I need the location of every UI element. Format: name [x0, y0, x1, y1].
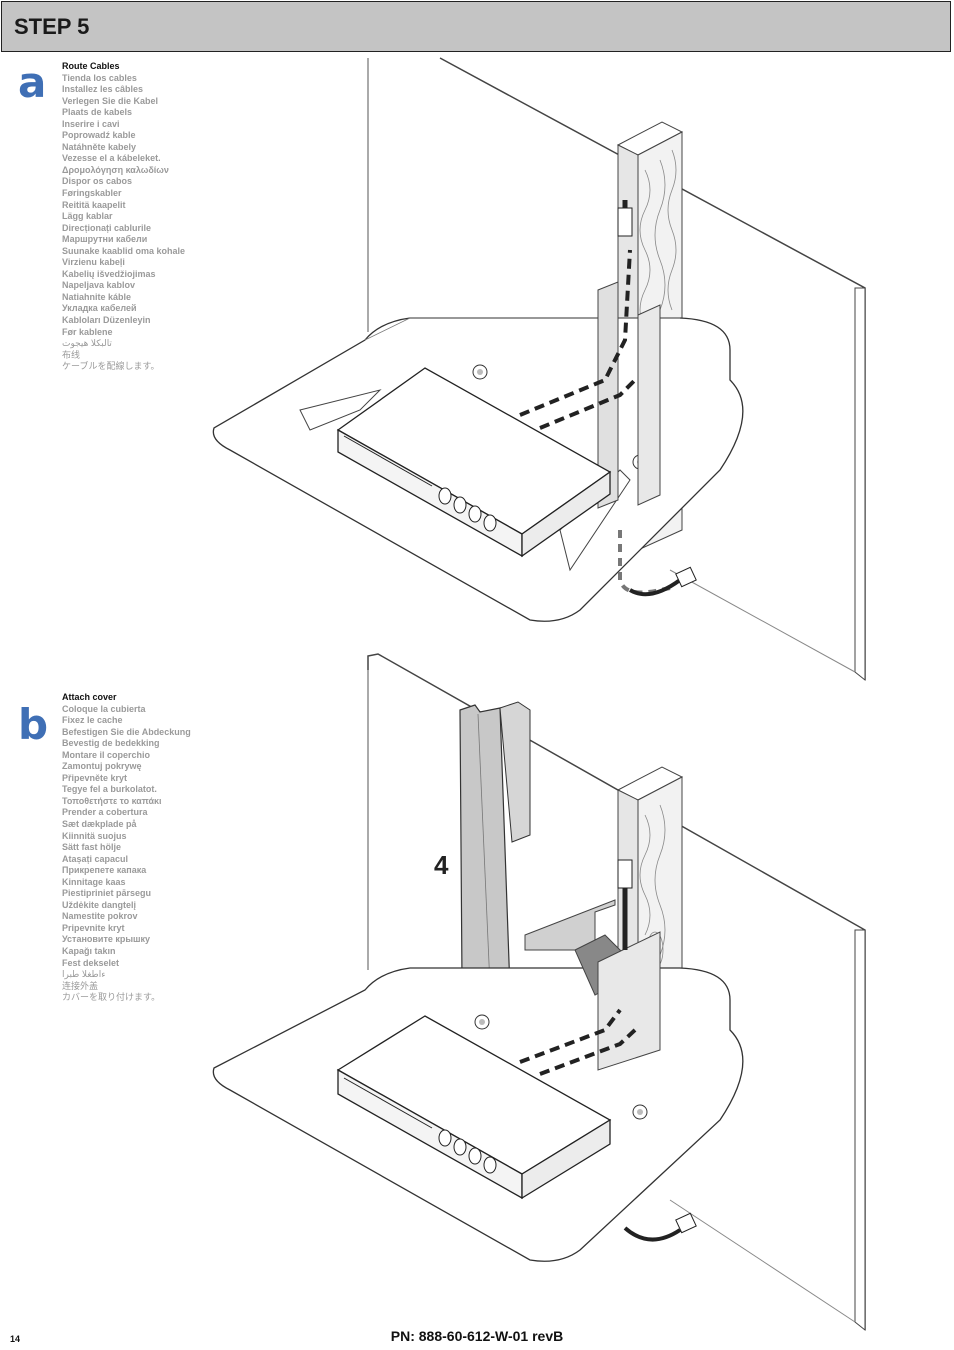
- instruction-line: Lägg kablar: [62, 211, 113, 222]
- instruction-line: Suunake kaablid oma kohale: [62, 245, 186, 256]
- instruction-line: Kabloları Düzenleyin: [62, 315, 151, 326]
- instruction-line: Маршрутни кабели: [62, 234, 148, 245]
- instruction-line: Укладка кабелей: [62, 303, 137, 314]
- instruction-line: Zamontuj pokrywę: [62, 761, 142, 772]
- instruction-line: Fest dekselet: [62, 957, 120, 968]
- page-number: 14: [10, 1334, 21, 1344]
- instruction-line: Route Cables: [62, 61, 120, 71]
- instruction-line: ءاطغلا طبرا: [62, 969, 106, 980]
- instruction-line: Atașați capacul: [62, 853, 129, 864]
- instruction-line: 布线: [62, 349, 81, 360]
- instruction-line: Napeljava kablov: [62, 280, 136, 291]
- illustration-route-cables: [212, 57, 866, 682]
- instruction-line: Uždėkite dangtelį: [62, 899, 137, 910]
- step-header: STEP 5: [1, 1, 951, 52]
- instruction-line: Прикрепете капака: [62, 865, 147, 876]
- instruction-line: Dispor os cabos: [62, 176, 133, 187]
- instruction-line: Fixez le cache: [62, 715, 123, 726]
- instruction-line: Reititä kaapelit: [62, 199, 126, 210]
- instruction-line: Kabelių išvedžiojimas: [62, 268, 156, 279]
- instruction-line: Natiahnite káble: [62, 291, 132, 302]
- instruction-line: Namestite pokrov: [62, 911, 138, 922]
- instruction-line: Virzienu kabeļi: [62, 257, 125, 268]
- instruction-line: Kapağı takın: [62, 946, 116, 957]
- instruction-line: Bevestig de bedekking: [62, 738, 160, 749]
- instruction-line: Kinnitage kaas: [62, 876, 126, 887]
- callout-number: 4: [434, 850, 449, 880]
- instruction-line: Poprowadź kable: [62, 130, 136, 141]
- instruction-line: Før kablene: [62, 326, 113, 337]
- instruction-line: Tegye fel a burkolatot.: [62, 784, 157, 795]
- instruction-line: Natáhněte kabely: [62, 141, 137, 152]
- instruction-line: Sätt fast hölje: [62, 842, 122, 853]
- part-number: PN: 888-60-612-W-01 revB: [390, 1328, 564, 1344]
- instruction-line: Montare il coperchio: [62, 749, 151, 760]
- instruction-line: Attach cover: [62, 692, 117, 702]
- step-letter-a: a: [18, 58, 47, 107]
- instruction-line: Direcționați cablurile: [62, 222, 152, 233]
- instruction-line: Установите крышку: [62, 934, 151, 945]
- instruction-line: Plaats de kabels: [62, 107, 133, 118]
- instruction-line: Verlegen Sie die Kabel: [62, 95, 159, 106]
- instruction-line: ケーブルを配線します。: [62, 361, 160, 372]
- instruction-line: Vezesse el a kábeleket.: [62, 153, 161, 164]
- instruction-line: Sæt dækplade på: [62, 819, 137, 830]
- step-title: STEP 5: [14, 14, 90, 39]
- instruction-line: Tienda los cables: [62, 72, 137, 83]
- instruction-line: Føringskabler: [62, 188, 122, 199]
- instruction-line: Piestipriniet pārsegu: [62, 888, 152, 899]
- instruction-line: Befestigen Sie die Abdeckung: [62, 726, 191, 737]
- instruction-line: Τοποθετήστε το καπάκι: [62, 795, 162, 806]
- instruction-line: Coloque la cubierta: [62, 703, 146, 714]
- instruction-line: Pripevnite kryt: [62, 922, 125, 933]
- instruction-line: Kiinnitä suojus: [62, 830, 127, 841]
- instruction-line: Připevněte kryt: [62, 772, 128, 783]
- illustration-attach-cover: [212, 653, 866, 1332]
- instruction-line: カバーを取り付けます。: [62, 992, 161, 1003]
- instruction-line: Installez les câbles: [62, 84, 144, 95]
- instruction-line: Δρομολόγηση καλωδίων: [62, 164, 169, 175]
- instruction-line: Prender a cobertura: [62, 807, 148, 818]
- instruction-line: Inserire i cavi: [62, 118, 120, 129]
- instruction-line: تالبكلا هيجوت: [62, 338, 112, 349]
- instruction-line: 连接外盖: [62, 980, 99, 991]
- step-letter-b: b: [18, 700, 49, 749]
